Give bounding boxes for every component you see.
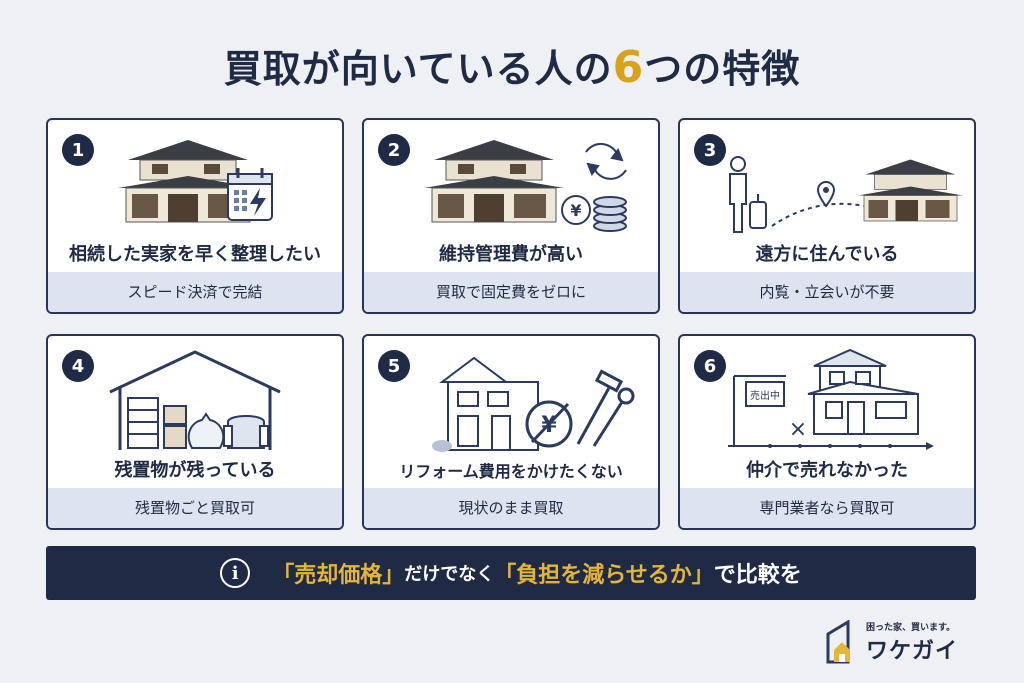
banner-text-middle: だけでなく: [404, 564, 495, 585]
card-heading: 維持管理費が高い: [439, 244, 583, 265]
card-subtext: スピード決済で完結: [48, 272, 342, 312]
card-number-badge: 5: [378, 350, 410, 382]
card-subtext: 専門業者なら買取可: [680, 488, 974, 528]
card-heading: 相続した実家を早く整理したい: [69, 244, 321, 265]
card-subtext: 現状のまま買取: [364, 488, 658, 528]
hammer-icon: [576, 385, 612, 445]
coin-stack-icon: [593, 196, 627, 232]
card-number-badge: 2: [378, 134, 410, 166]
title-pre: 買取が向いている人の: [223, 47, 613, 91]
card-2: 2 ¥ 維持管理費が高い 買取で固定費をゼロに: [362, 118, 660, 314]
card-5: 5 ¥ リフォーム費用をかけたくない 現状のまま買取: [362, 334, 660, 530]
banner-text-end: で比較を: [713, 563, 802, 588]
logo-brand-name: ワケガイ: [866, 638, 959, 664]
info-icon: i: [220, 558, 251, 588]
location-pin-icon: [816, 180, 836, 208]
card-3: 3 遠方に住んでいる 内覧・立会いが不要: [678, 118, 976, 314]
logo-tagline: 困った家、買います。: [866, 622, 956, 633]
sale-sign-house-icon: 売出中 ×: [728, 348, 934, 450]
card-subtext: 内覧・立会いが不要: [680, 272, 974, 312]
old-house-coins-icon: ¥: [424, 140, 627, 232]
box-icon: [163, 405, 187, 425]
traveler-icon: [729, 156, 767, 233]
wrench-icon: [592, 401, 624, 447]
card-heading: 仲介で売れなかった: [746, 460, 908, 481]
house-yen-tools-icon: ¥: [432, 356, 635, 452]
card-heading: 残置物が残っている: [114, 460, 276, 481]
card-4: 4 残置物が残っている 残置物ごと買取可: [46, 334, 344, 530]
house-logo-icon: [826, 620, 850, 664]
card-1: 1 相続した実家を早く整理したい スピード決済で完結: [46, 118, 344, 314]
modern-house-icon: [807, 348, 919, 435]
bush-icon: [432, 440, 452, 452]
card-number-badge: 6: [694, 350, 726, 382]
garbage-bag-icon: [187, 412, 225, 449]
for-sale-sign-text: 売出中: [750, 389, 780, 402]
card-heading: 遠方に住んでいる: [755, 244, 899, 265]
comparison-banner: i 「売却価格」 だけでなく 「負担を減らせるか」 で比較を: [46, 546, 976, 600]
title-post: つの特徴: [644, 47, 801, 91]
traveler-to-house-icon: [729, 156, 963, 233]
cross-mark-icon: ×: [789, 417, 807, 442]
title-number: 6: [612, 42, 645, 93]
card-number-badge: 3: [694, 134, 726, 166]
for-sale-sign: [745, 381, 785, 407]
armchair-icon: [227, 415, 265, 449]
card-heading: リフォーム費用をかけたくない: [399, 462, 623, 481]
house-with-belongings-icon: [109, 350, 281, 450]
yen-coin-icon: [561, 195, 591, 225]
card-number-badge: 1: [62, 134, 94, 166]
card-number-badge: 4: [62, 350, 94, 382]
old-house-calendar-icon: [118, 140, 273, 223]
card-subtext: 買取で固定費をゼロに: [364, 272, 658, 312]
banner-quote-price: 「売却価格」: [272, 563, 405, 588]
page-title: 買取が向いている人の6つの特徴: [0, 38, 1024, 93]
card-6: 6 売出中 × 仲介で売れなかった 専門業者なら買取可: [678, 334, 976, 530]
yen-coin-symbol: ¥: [570, 201, 581, 220]
banner-quote-burden: 「負担を減らせるか」: [494, 563, 714, 588]
brand-logo: 困った家、買います。 ワケガイ: [826, 618, 976, 666]
cycle-arrows-icon: [585, 142, 627, 180]
card-subtext: 残置物ごと買取可: [48, 488, 342, 528]
